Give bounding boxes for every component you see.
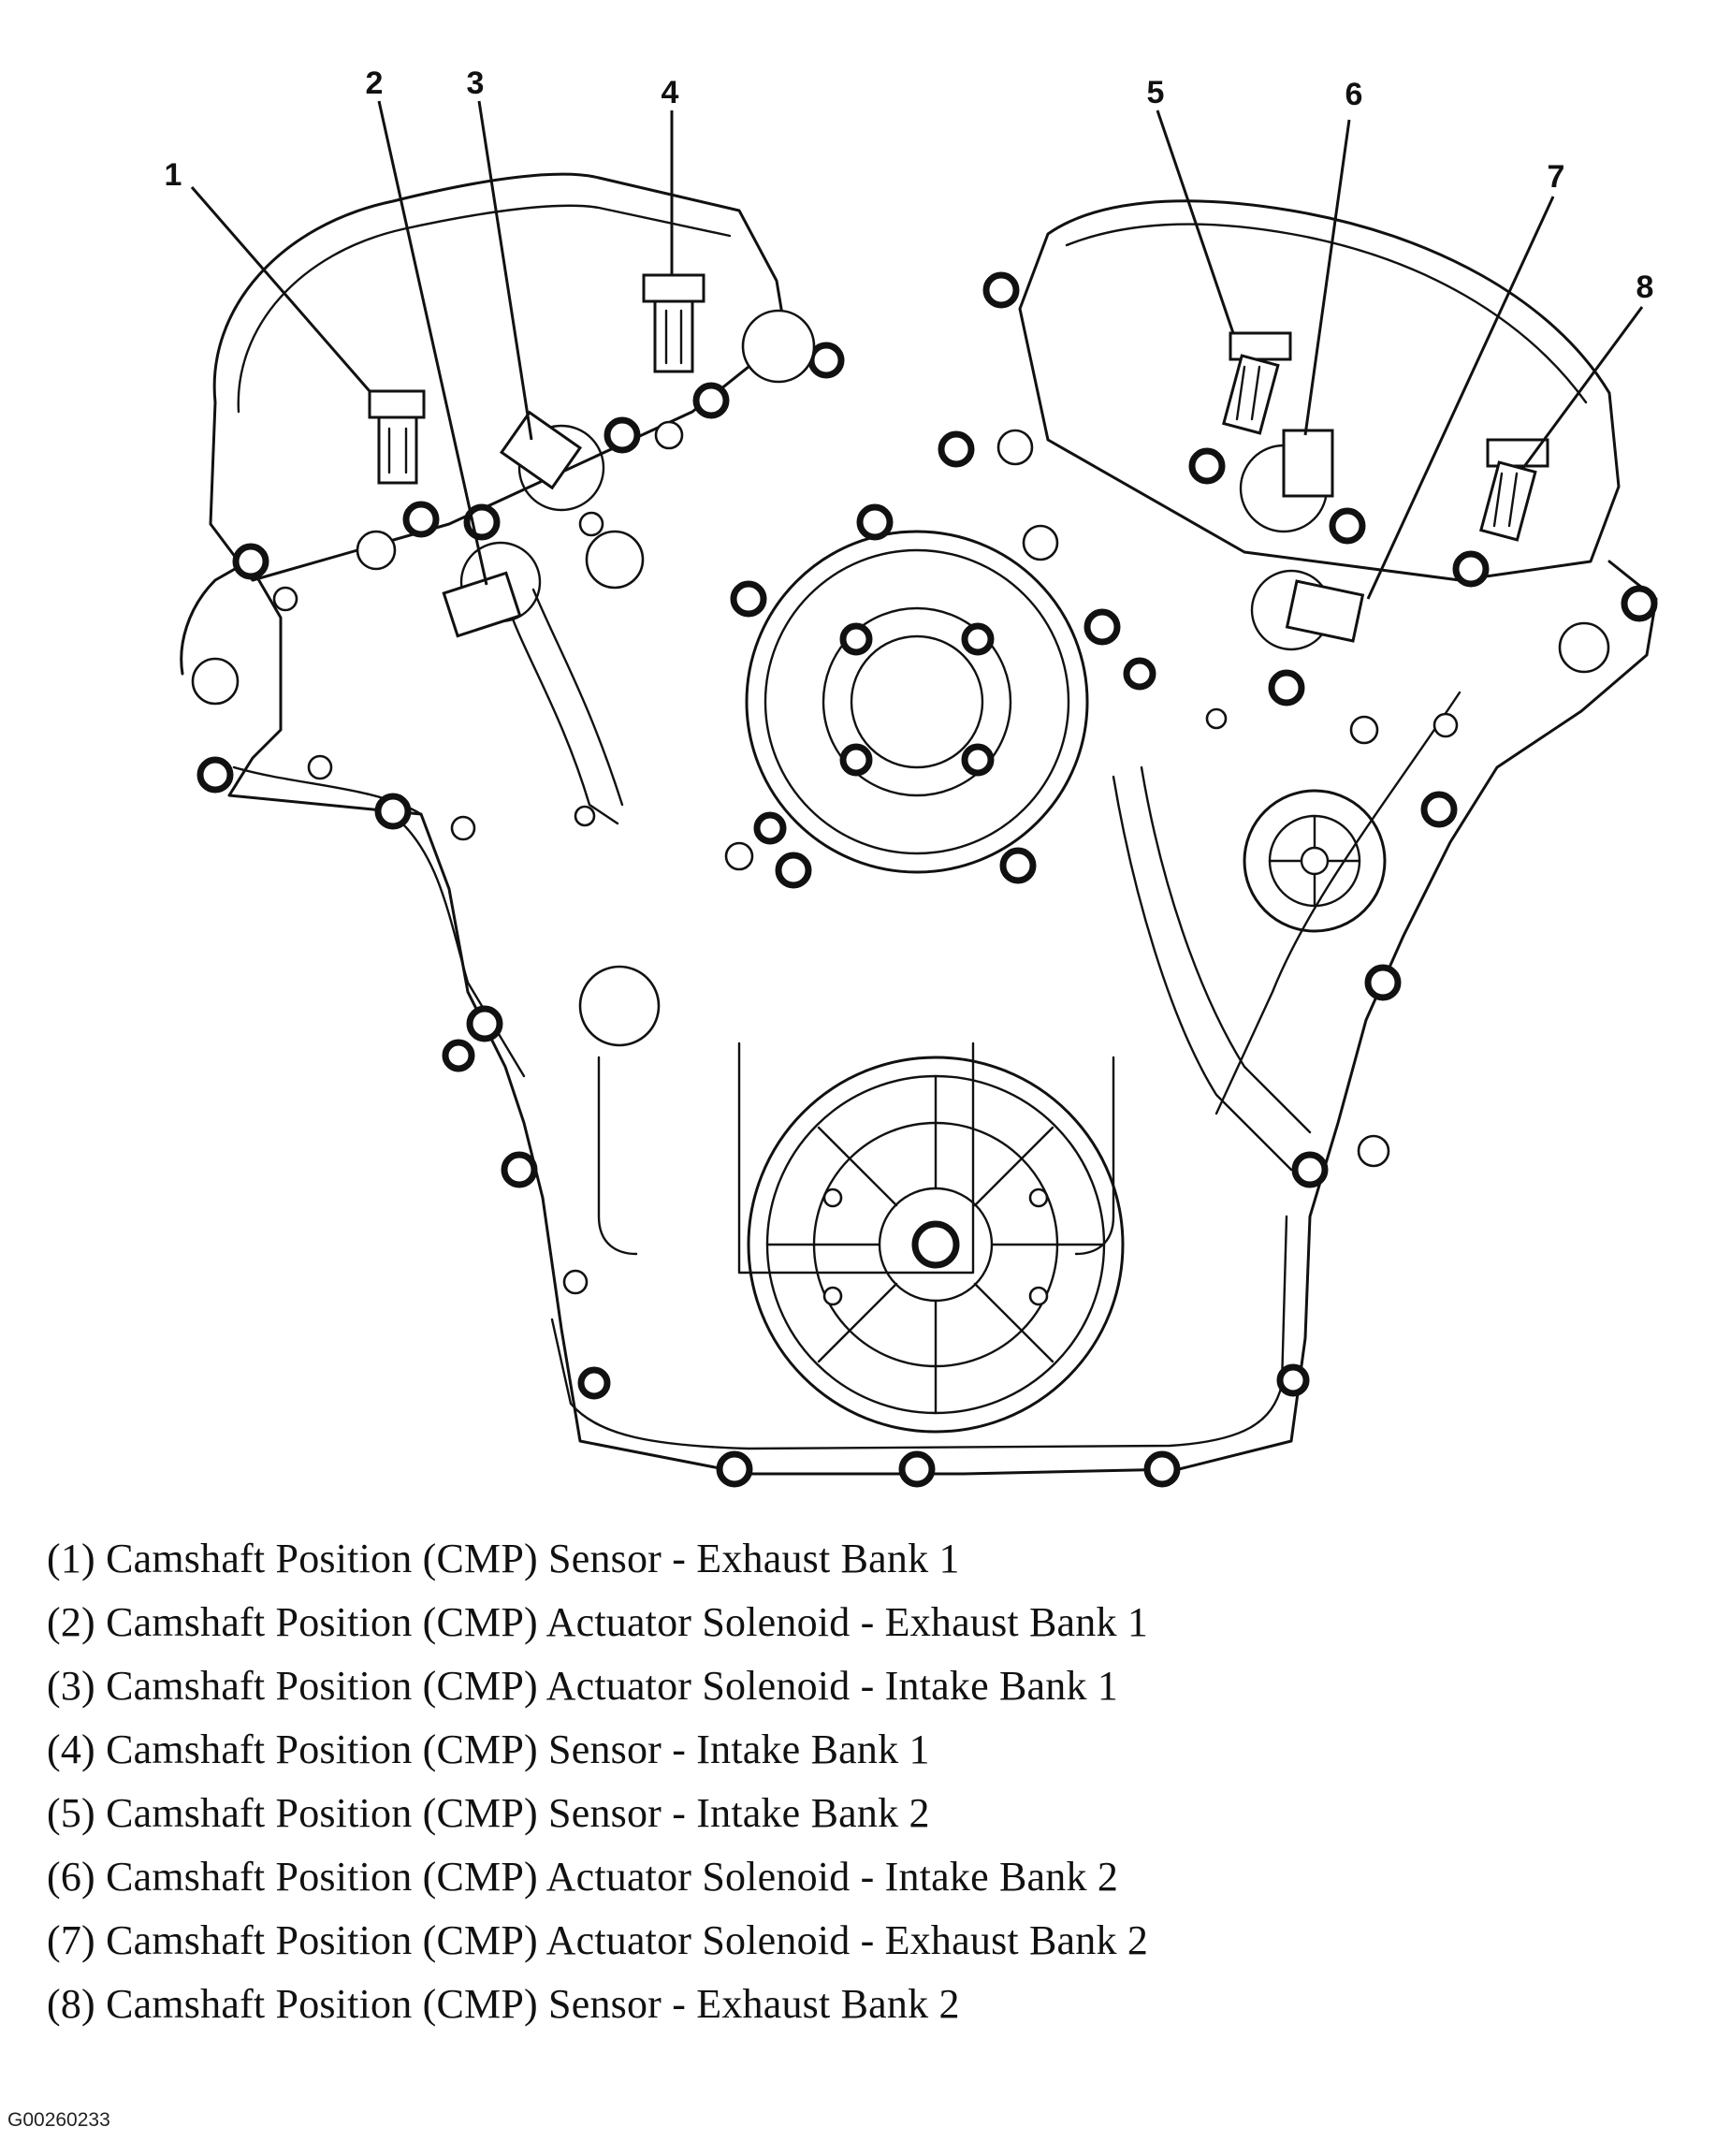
legend-item-3: (3) Camshaft Position (CMP) Actuator Sol… <box>47 1663 1119 1709</box>
figure-id: G00260233 <box>7 2109 110 2131</box>
legend-item-1: (1) Camshaft Position (CMP) Sensor - Exh… <box>47 1536 960 1581</box>
legend-item-2: (2) Camshaft Position (CMP) Actuator Sol… <box>47 1599 1149 1645</box>
legend-item-5: (5) Camshaft Position (CMP) Sensor - Int… <box>47 1790 930 1836</box>
legend-item-7: (7) Camshaft Position (CMP) Actuator Sol… <box>47 1917 1149 1963</box>
cover-bolts <box>196 271 1658 1488</box>
cover-holes <box>191 309 1610 1295</box>
callout-3: 3 <box>467 66 485 101</box>
legend-item-6: (6) Camshaft Position (CMP) Actuator Sol… <box>47 1854 1119 1900</box>
callout-8: 8 <box>1636 270 1654 305</box>
actuator-solenoid-intake-bank-2 <box>1239 429 1366 545</box>
actuator-solenoid-intake-bank-1 <box>499 410 684 512</box>
engine-cover-outline <box>180 172 1658 1476</box>
actuator-solenoid-exhaust-bank-1 <box>442 503 542 638</box>
callout-1: 1 <box>165 157 182 193</box>
component-legend: (1) Camshaft Position (CMP) Sensor - Exh… <box>47 1527 1148 2036</box>
crankshaft-pulley <box>747 1056 1125 1434</box>
cmp-sensor-intake-bank-1 <box>642 273 730 419</box>
water-pump <box>1243 789 1387 933</box>
engine-front-cover-diagram: 1 2 3 4 5 6 7 8 <box>165 66 1658 1488</box>
callout-numbers: 1 2 3 4 5 6 7 8 <box>165 66 1654 305</box>
legend-item-4: (4) Camshaft Position (CMP) Sensor - Int… <box>47 1726 930 1772</box>
callout-5: 5 <box>1147 75 1165 110</box>
cmp-sensor-exhaust-bank-2 <box>1452 438 1549 588</box>
legend-item-8: (8) Camshaft Position (CMP) Sensor - Exh… <box>47 1981 960 2027</box>
actuator-solenoid-exhaust-bank-2 <box>1250 569 1365 707</box>
camshaft-sprocket <box>745 530 1089 874</box>
callout-leader-lines <box>190 100 1644 600</box>
callout-6: 6 <box>1345 77 1363 112</box>
cmp-sensor-intake-bank-2 <box>1188 331 1292 485</box>
cmp-sensor-exhaust-bank-1 <box>368 389 440 538</box>
callout-7: 7 <box>1548 159 1565 195</box>
callout-4: 4 <box>662 75 679 110</box>
callout-2: 2 <box>366 66 384 101</box>
